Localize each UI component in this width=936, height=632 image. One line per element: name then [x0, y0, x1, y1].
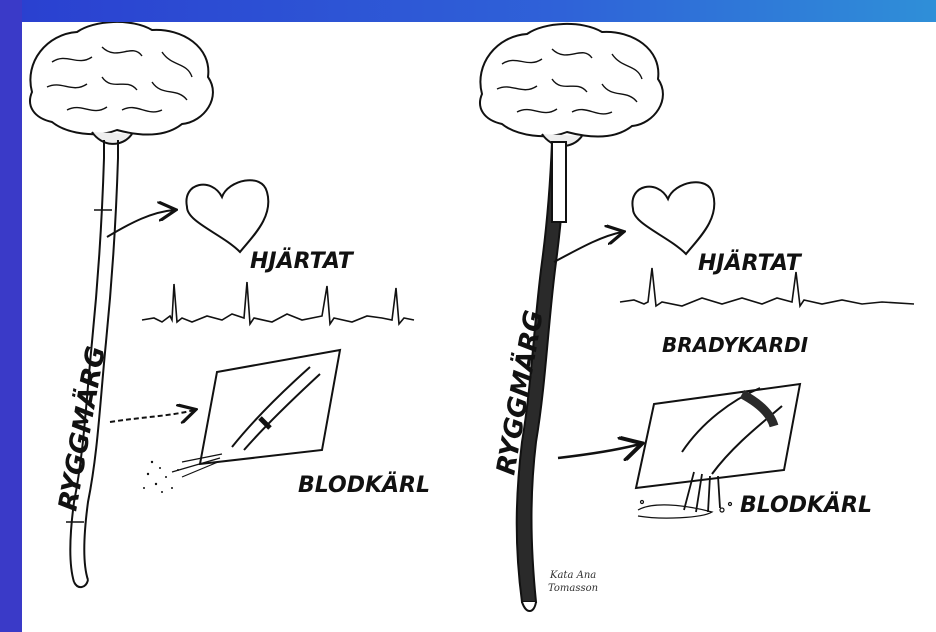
right-vessel-label: BLODKÄRL	[740, 492, 872, 518]
right-heart-label: HJÄRTAT	[698, 250, 803, 276]
slide-canvas: RYGGMÄRG HJÄRTAT BLODKÄRL	[22, 22, 936, 632]
left-heart-arrow	[107, 210, 174, 237]
right-vessel-arrow	[558, 444, 640, 458]
signature-line-2: Tomasson	[548, 583, 598, 594]
right-panel: RYGGMÄRG HJÄRTAT BRADYKARDI BLODKÄRL Kat…	[480, 24, 914, 611]
left-brain-illustration	[30, 22, 213, 158]
illustration: RYGGMÄRG HJÄRTAT BLODKÄRL	[22, 22, 936, 632]
signature-line-1: Kata Ana	[549, 570, 596, 581]
right-heart-arrow	[554, 232, 622, 262]
right-heart-icon	[632, 182, 714, 254]
left-vessel-arrow	[110, 410, 194, 422]
right-rhythm-label: BRADYKARDI	[662, 333, 809, 357]
left-heart-label: HJÄRTAT	[250, 248, 355, 274]
left-spine-label: RYGGMÄRG	[51, 344, 111, 514]
left-heart-icon	[186, 180, 268, 252]
left-panel: RYGGMÄRG HJÄRTAT BLODKÄRL	[30, 22, 430, 587]
left-blood-spray	[143, 461, 179, 493]
left-vessel-label: BLODKÄRL	[298, 472, 430, 498]
slide-left-border	[0, 0, 22, 632]
left-vessel-illustration	[172, 350, 340, 477]
artist-signature: Kata Ana Tomasson	[548, 570, 598, 594]
slide-top-border	[0, 0, 936, 22]
left-ecg-trace	[142, 282, 414, 324]
right-brain-illustration	[480, 24, 663, 146]
